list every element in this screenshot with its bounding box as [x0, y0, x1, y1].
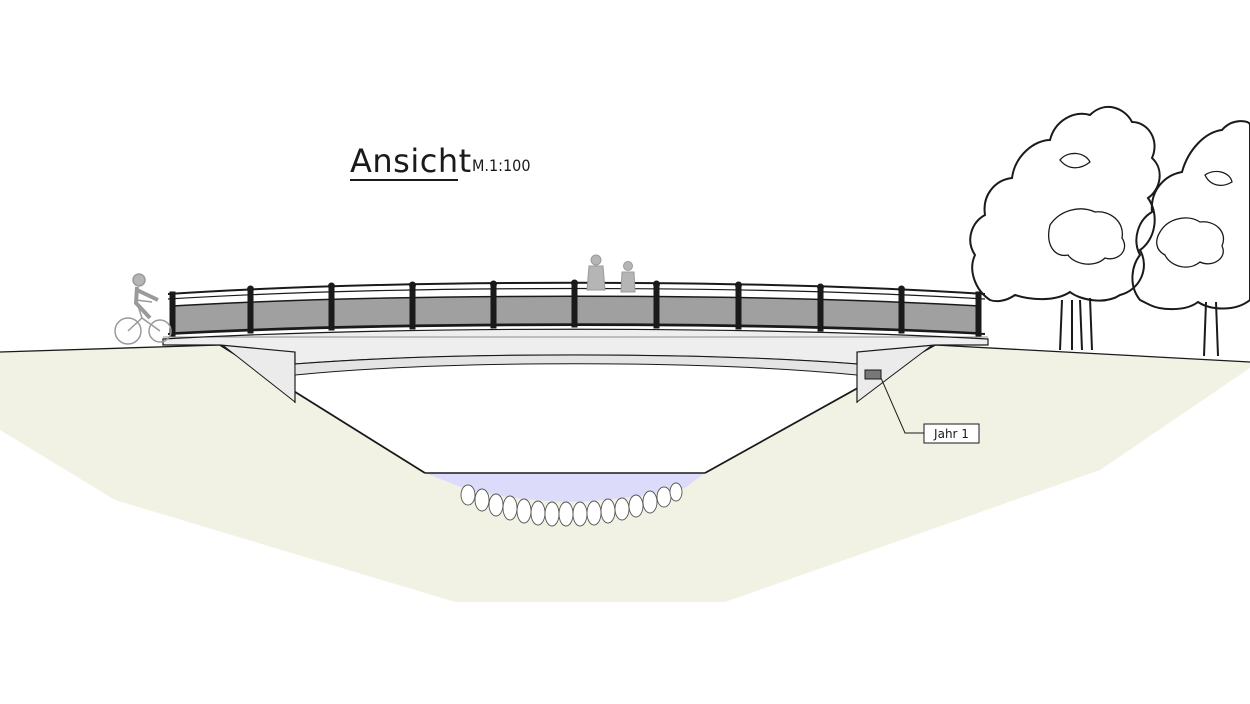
- tree-left-canopy: [969, 105, 1161, 303]
- view-scale: M.1:100: [472, 156, 530, 175]
- tree-group: [969, 105, 1250, 357]
- name-plaque: [864, 369, 882, 380]
- railing: [167, 279, 986, 337]
- tree-right-canopy: [1131, 120, 1250, 311]
- ground-left-line: [0, 344, 221, 353]
- railing-posts: [169, 279, 982, 337]
- pedestrian-figures: [586, 254, 636, 293]
- plaque-label-box: [923, 423, 980, 444]
- riverbed-stones: [460, 482, 683, 527]
- plaque-label: Jahr 1: [933, 427, 969, 441]
- cyclist-figure: [114, 273, 172, 345]
- ground-right-line: [934, 344, 1250, 363]
- view-title: Ansicht: [350, 142, 472, 180]
- bridge-arch-underside: [294, 354, 858, 376]
- plaque-leader-line: [880, 377, 924, 434]
- tree-inner-foliage: [1048, 152, 1233, 268]
- tree-trunks: [1059, 297, 1219, 357]
